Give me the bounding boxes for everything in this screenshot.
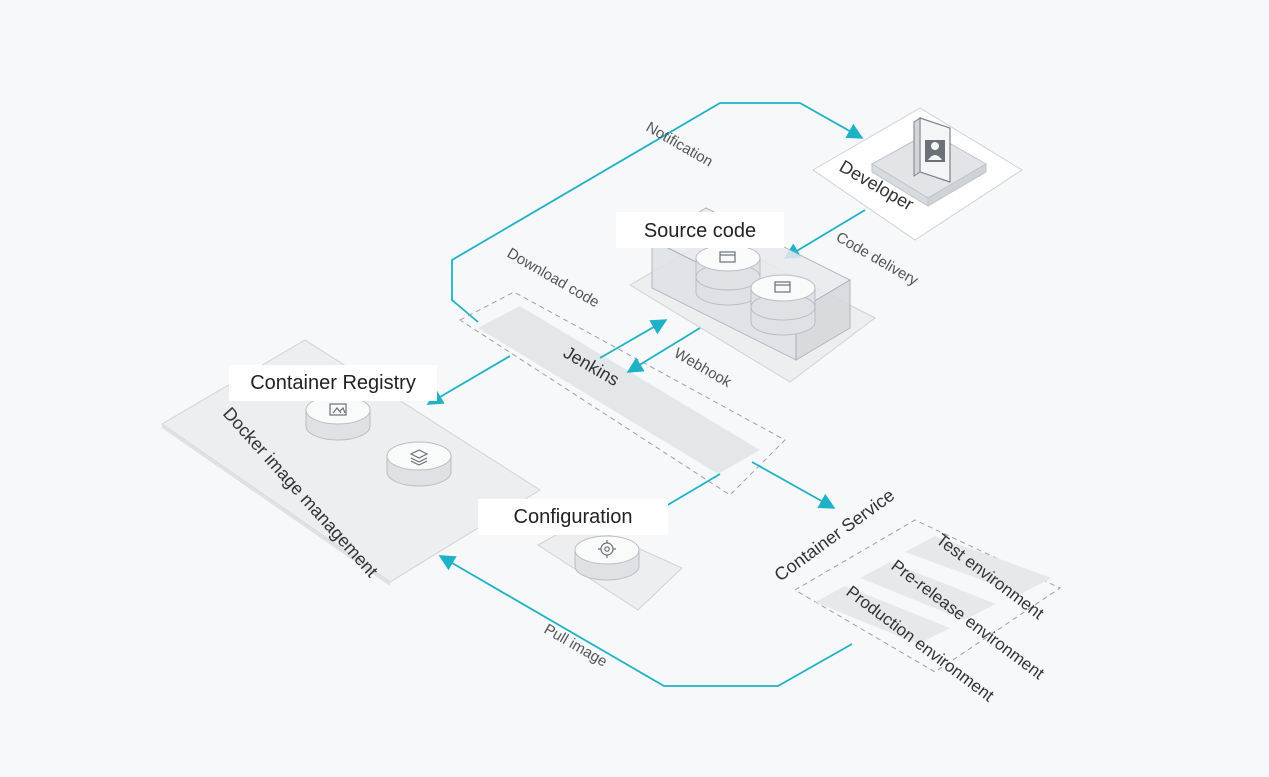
code-delivery-flow	[783, 209, 866, 259]
code-repo-disk-2	[750, 274, 816, 336]
test-env-plate	[905, 536, 1052, 594]
configuration-flow	[665, 473, 721, 507]
notification-flow	[451, 102, 864, 323]
gear-icon	[598, 540, 616, 558]
user-icon	[925, 140, 945, 162]
pull-image-flow	[438, 555, 853, 687]
configuration-label: Configuration	[514, 506, 633, 528]
download-code-flow	[599, 319, 668, 359]
production-env-plate	[815, 586, 950, 644]
pre-release-env-plate	[860, 562, 996, 620]
configuration-node: Configuration	[478, 499, 683, 611]
image-icon	[329, 403, 347, 416]
pull-image-label: Pull image	[541, 621, 610, 671]
deploy-flow	[751, 461, 836, 509]
source-code-label: Source code	[644, 220, 756, 242]
layers-icon	[409, 449, 429, 466]
registry-disk-1	[305, 395, 371, 441]
webhook-flow	[626, 327, 701, 373]
download-code-label: Download code	[504, 245, 602, 311]
docker-image-management-node: Docker image management Container Regist…	[161, 339, 541, 586]
source-code-node: Source code	[616, 207, 876, 383]
push-image-flow	[426, 355, 511, 405]
code-window-icon	[774, 281, 791, 293]
container-service-node: Container Service Test environment Pre-r…	[771, 485, 1062, 705]
registry-disk-2	[386, 441, 452, 487]
webhook-label: Webhook	[671, 345, 735, 392]
container-registry-label: Container Registry	[250, 372, 416, 394]
code-repo-disk-1	[695, 244, 761, 306]
code-window-icon	[719, 251, 736, 263]
